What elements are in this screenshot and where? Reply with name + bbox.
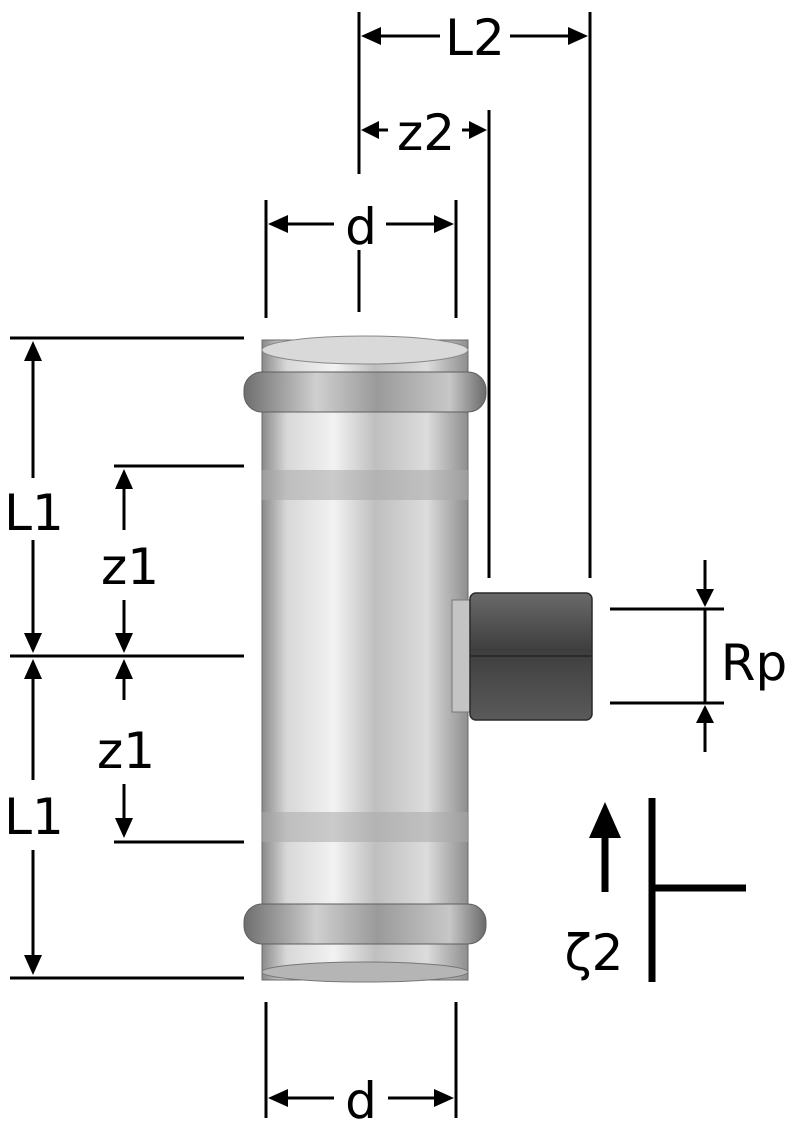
arrowhead: [696, 705, 714, 723]
label-z1-lower: z1: [97, 722, 155, 780]
flow-arrow-head: [589, 802, 621, 838]
arrowhead: [115, 469, 133, 489]
extension-lines: [10, 12, 724, 1118]
label-rp: Rp: [721, 634, 787, 692]
arrowhead: [24, 341, 42, 361]
arrowhead: [268, 215, 288, 233]
dimension-rp: Rp: [696, 560, 787, 752]
arrowhead: [361, 121, 379, 139]
label-d-top: d: [345, 198, 377, 256]
zeta2-flow-symbol: ζ2: [564, 798, 746, 982]
arrowhead: [115, 818, 133, 838]
tee-fitting-body: [243, 335, 593, 983]
arrowhead: [696, 589, 714, 607]
arrowhead: [24, 955, 42, 975]
main-pipe: [261, 339, 469, 981]
upper-socket-shoulder: [262, 470, 468, 500]
dimension-z1-lower: z1: [97, 659, 155, 838]
label-z2: z2: [397, 104, 455, 162]
dimension-z2: z2: [361, 104, 487, 162]
dimension-z1-upper: z1: [101, 469, 159, 653]
arrowhead: [115, 659, 133, 679]
dimension-l1-lower: L1: [4, 659, 64, 975]
label-d-bottom: d: [345, 1072, 377, 1130]
arrowhead: [469, 121, 487, 139]
dimension-l1-upper: L1: [4, 341, 64, 653]
arrowhead: [568, 27, 588, 45]
top-opening: [261, 335, 469, 365]
dimension-d-bottom: d: [268, 1072, 454, 1130]
arrowhead: [24, 633, 42, 653]
dimension-d-top: d: [268, 198, 454, 256]
label-l1-upper: L1: [4, 484, 64, 542]
label-l1-lower: L1: [4, 788, 64, 846]
lower-bead-ring: [243, 903, 487, 945]
arrowhead: [361, 27, 381, 45]
lower-socket-shoulder: [262, 812, 468, 842]
dimension-l2: L2: [361, 9, 588, 67]
bottom-opening: [261, 961, 469, 983]
label-z1-upper: z1: [101, 538, 159, 596]
arrowhead: [115, 633, 133, 653]
arrowhead: [434, 1089, 454, 1107]
upper-bead-ring: [243, 371, 487, 413]
label-zeta2: ζ2: [564, 924, 623, 982]
label-l2: L2: [445, 9, 505, 67]
arrowhead: [434, 215, 454, 233]
arrowhead: [24, 659, 42, 679]
arrowhead: [268, 1089, 288, 1107]
